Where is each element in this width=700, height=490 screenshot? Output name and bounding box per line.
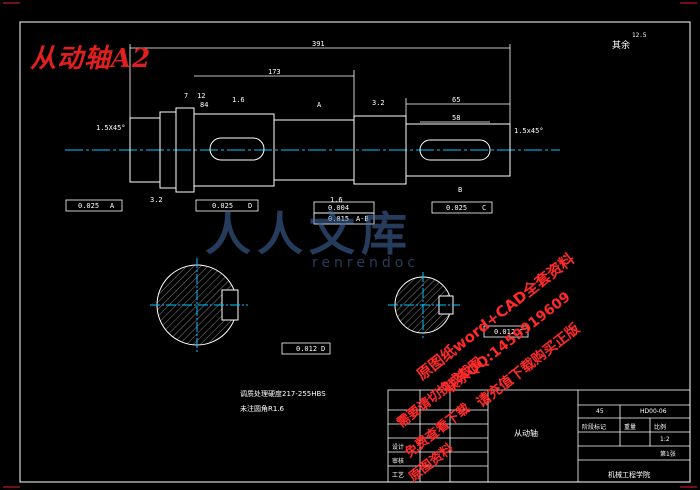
tolerance-5-datum: C [482, 204, 487, 212]
tolerance-7: 0.012 [494, 328, 516, 336]
material: 45 [596, 408, 604, 415]
roughness-1-6-a: 1.6 [232, 96, 245, 104]
dim-7: 7 [184, 92, 189, 100]
drawing-title: 从动轴A2 [30, 44, 152, 74]
tolerance-1: 0.025 [78, 202, 100, 210]
chamfer-right: 1.5x45° [514, 127, 544, 135]
roughness-other-label: 其余 [612, 41, 631, 51]
tolerance-2-datum: D [248, 202, 253, 210]
tolerance-5: 0.025 [446, 204, 468, 212]
design-label: 设计 [392, 444, 405, 451]
section-views [150, 258, 460, 352]
roughness-3-2-b: 3.2 [150, 196, 163, 204]
tolerance-6-datum: D [321, 345, 326, 353]
dim-12: 12 [197, 92, 206, 100]
tolerance-3: 0.004 [328, 204, 350, 212]
tolerance-1-datum: A [110, 202, 115, 210]
check-label: 审核 [392, 458, 405, 465]
tolerance-2: 0.025 [212, 202, 234, 210]
company: 机械工程学院 [608, 471, 650, 479]
tolerance-6: 0.012 [296, 345, 318, 353]
scale-label: 比例 [654, 424, 667, 431]
watermark-url: renrendoc [312, 255, 420, 271]
dim-84: 84 [200, 101, 209, 109]
weight-label: 重量 [624, 424, 637, 431]
roughness-3-2-a: 3.2 [372, 99, 385, 107]
drawing-number: HD00-06 [640, 408, 667, 415]
roughness-other-value: 12.5 [632, 32, 647, 39]
note-heat-treatment: 调质处理硬度217-255HBS [240, 390, 326, 398]
length-173: 173 [268, 68, 281, 76]
tolerance-4: 0.015 [328, 215, 350, 223]
length-65: 65 [452, 96, 461, 104]
length-58: 58 [452, 114, 461, 122]
watermark-brand: 人人文库 [205, 207, 413, 261]
datum-b: B [458, 186, 463, 194]
shaft-outline [129, 107, 511, 193]
stage-label: 阶段标记 [582, 424, 607, 431]
overall-length: 391 [312, 40, 325, 48]
datum-a: A [317, 101, 322, 109]
part-name: 从动轴 [514, 429, 538, 438]
title-block [387, 389, 691, 483]
tolerance-7-datum: C [519, 328, 524, 336]
sheet: 第1张 [660, 451, 676, 458]
tolerance-4-ref: A-B [356, 215, 369, 223]
roughness-1-6-b: 1.6 [330, 196, 343, 204]
note-fillet: 未注圆角R1.6 [240, 405, 284, 413]
chamfer-left: 1.5X45° [96, 124, 126, 132]
scale: 1:2 [660, 436, 670, 443]
process-label: 工艺 [392, 472, 405, 479]
